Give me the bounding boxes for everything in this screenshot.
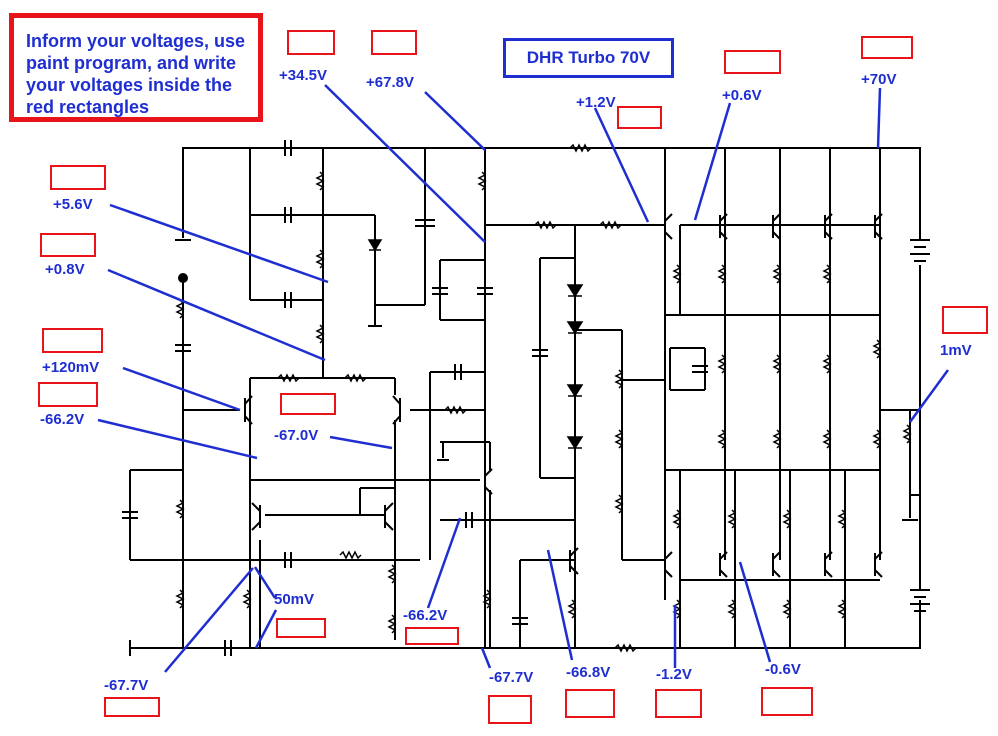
answer-box[interactable] [861, 36, 913, 59]
voltage-label: +120mV [42, 359, 100, 376]
supply-batteries [910, 239, 930, 612]
ground-symbols [129, 210, 918, 656]
answer-box[interactable] [724, 50, 781, 74]
voltage-label: -66.2V [403, 607, 448, 624]
answer-box[interactable] [488, 695, 532, 724]
voltage-label: 50mV [274, 591, 315, 608]
voltage-label: -67.7V [104, 677, 149, 694]
voltage-label: +1.2V [576, 94, 616, 111]
answer-box[interactable] [42, 328, 103, 353]
voltage-label: +34.5V [279, 67, 327, 84]
capacitors [122, 140, 708, 656]
voltage-label: -0.6V [765, 661, 801, 678]
answer-box[interactable] [761, 687, 813, 716]
voltage-label: +0.6V [722, 87, 762, 104]
voltage-label: +5.6V [53, 196, 93, 213]
answer-box[interactable] [104, 697, 160, 717]
voltage-label: -66.8V [566, 664, 611, 681]
instructions-text: Inform your voltages, use paint program,… [26, 31, 246, 117]
answer-box[interactable] [287, 30, 335, 55]
answer-box[interactable] [565, 689, 615, 718]
resistors [175, 143, 912, 653]
voltage-pointer-lines [97, 84, 950, 673]
answer-box[interactable] [617, 106, 662, 129]
voltage-label: -67.7V [489, 669, 534, 686]
voltage-label: -1.2V [656, 666, 692, 683]
diodes [367, 239, 584, 450]
instructions-box: Inform your voltages, use paint program,… [9, 13, 263, 122]
answer-box[interactable] [50, 165, 106, 190]
answer-box[interactable] [655, 689, 702, 718]
answer-box[interactable] [942, 306, 988, 334]
answer-box[interactable] [40, 233, 96, 257]
voltage-label: +0.8V [45, 261, 85, 278]
voltage-label: -67.0V [274, 427, 319, 444]
voltage-label: -66.2V [40, 411, 85, 428]
voltage-label: 1mV [940, 342, 972, 359]
answer-box[interactable] [371, 30, 417, 55]
input-terminal [178, 273, 188, 283]
answer-box[interactable] [280, 393, 336, 415]
circuit-title: DHR Turbo 70V [503, 38, 674, 78]
answer-box[interactable] [276, 618, 326, 638]
voltage-label: +70V [861, 71, 897, 88]
voltage-label: +67.8V [366, 74, 414, 91]
transistors [244, 213, 883, 578]
answer-box[interactable] [405, 627, 459, 645]
answer-box[interactable] [38, 382, 98, 407]
